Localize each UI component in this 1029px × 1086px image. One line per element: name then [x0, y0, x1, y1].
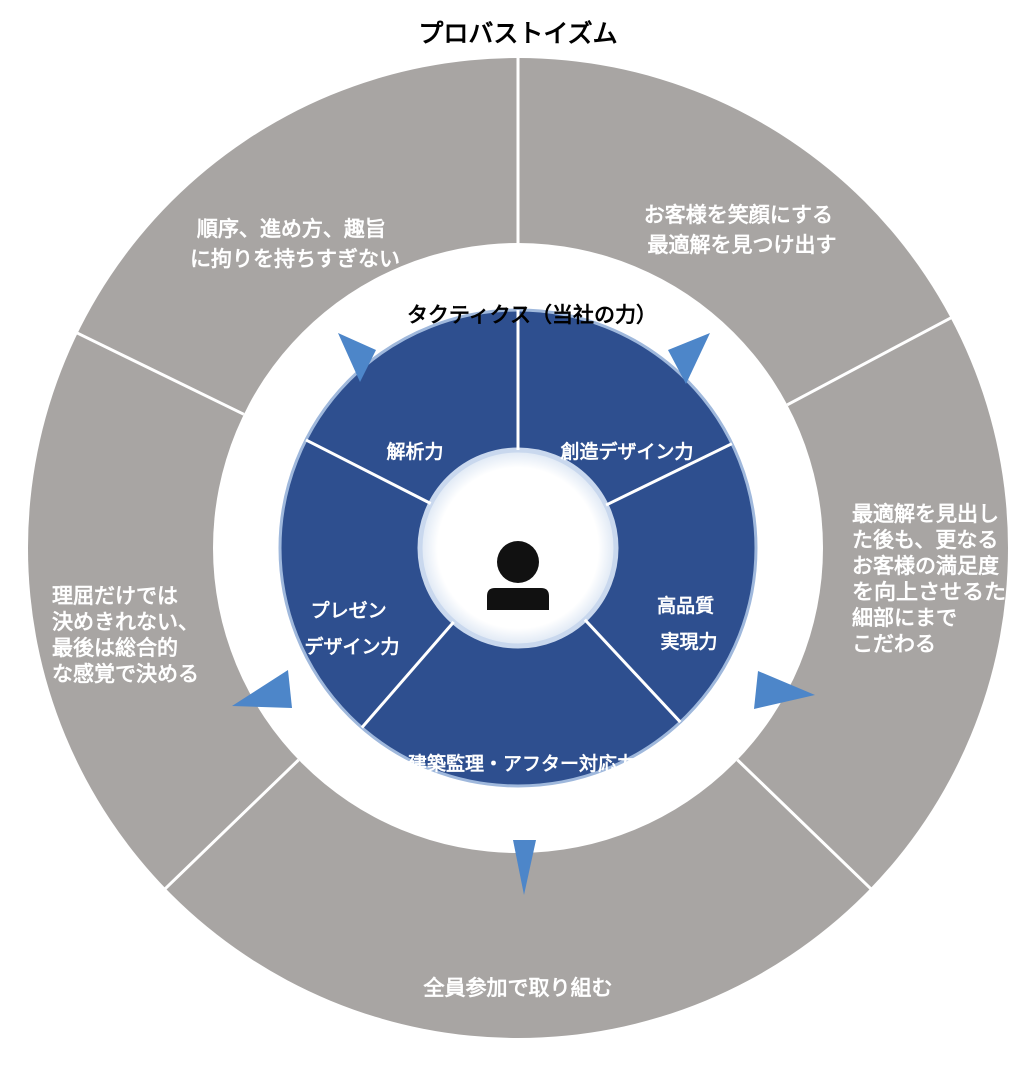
outer-segment-right: 最適解を見出し た後も、更なる お客様の満足度 を向上させるため 細部にまで こ… — [852, 502, 1029, 656]
svg-text:プレゼン デザイン力: プレゼン デザイン力 — [304, 599, 399, 658]
inner-divider — [360, 620, 455, 729]
inner-segment-presentation: プレゼン デザイン力 — [304, 599, 399, 658]
arrow-marker — [232, 670, 292, 708]
outer-label-line: 決めきれない、 — [52, 610, 199, 634]
inner-label-line: 解析力 — [386, 440, 443, 463]
outer-label-line: 最後は総合的 — [52, 636, 178, 660]
outer-label-line: お客様を笑顔にする — [644, 203, 833, 227]
outer-label-line: 理屈だけでは — [52, 584, 178, 608]
outer-segment-top-right: お客様を笑顔にする 最適解を見つけ出す — [644, 203, 841, 257]
outer-title: プロバストイズム — [418, 19, 617, 48]
outer-dividers — [75, 56, 954, 891]
outer-label-line: な感覚で決める — [52, 662, 199, 686]
outer-segment-bottom: 全員参加で取り組む — [423, 976, 613, 1000]
svg-text:創造デザイン力: 創造デザイン力 — [560, 440, 693, 463]
outer-divider — [786, 315, 954, 407]
svg-text:高品質 実現力: 高品質 実現力 — [657, 594, 721, 653]
outer-label-line: 最適解を見つけ出す — [648, 233, 837, 257]
inner-divider — [305, 438, 432, 505]
outer-label-line: 細部にまで — [852, 606, 957, 630]
outer-label-line: 最適解を見出し — [852, 502, 999, 526]
arrow-marker — [754, 671, 815, 709]
inner-divider — [605, 442, 733, 507]
inner-dividers — [305, 310, 733, 729]
inner-label-line: デザイン力 — [304, 635, 399, 658]
arrow-markers — [232, 333, 815, 895]
outer-label-line: 全員参加で取り組む — [423, 976, 613, 1000]
inner-label-line: 高品質 — [657, 594, 714, 617]
inner-segment-quality: 高品質 実現力 — [657, 594, 721, 653]
person-icon — [487, 541, 549, 610]
outer-label-line: お客様の満足度 — [852, 554, 999, 578]
svg-text:順序、進め方、趣旨 に拘りを持ちすぎない: 順序、進め方、趣旨 に拘りを持ちすぎない — [190, 217, 400, 271]
inner-label-line: 創造デザイン力 — [560, 440, 693, 463]
outer-label-line: に拘りを持ちすぎない — [190, 247, 400, 271]
inner-divider — [583, 618, 682, 724]
inner-label-line: プレゼン — [311, 599, 387, 622]
outer-label-line: こだわる — [852, 632, 936, 656]
outer-segment-top-left: 順序、進め方、趣旨 に拘りを持ちすぎない — [190, 217, 400, 271]
svg-text:最適解を見出し た後も、更なる お客: 最適解を見出し た後も、更なる お客様の満足度 を向上させるため 細部にまで こ… — [852, 502, 1029, 656]
arrow-marker — [513, 840, 536, 895]
outer-divider — [736, 758, 873, 891]
outer-label-line: 順序、進め方、趣旨 — [197, 217, 386, 241]
outer-label-line: た後も、更なる — [852, 528, 998, 552]
outer-segment-left: 理屈だけでは 決めきれない、 最後は総合的 な感覚で決める — [52, 584, 206, 686]
arrow-marker — [668, 333, 710, 384]
outer-divider — [75, 330, 245, 416]
arrow-marker — [338, 333, 376, 382]
outer-divider — [163, 758, 300, 891]
svg-text:理屈だけでは 決めきれない、 最後は: 理屈だけでは 決めきれない、 最後は総合的 な感覚で決める — [52, 584, 206, 686]
inner-segment-analysis: 解析力 — [386, 440, 443, 463]
svg-text:お客様を笑顔にする 最適解を見つけ出す: お客様を笑顔にする 最適解を見つけ出す — [644, 203, 841, 257]
outer-label-line: を向上させるため — [852, 580, 1028, 604]
ring-title: タクティクス（当社の力） — [407, 303, 657, 327]
inner-segment-supervision: 建築監理・アフター対応力 — [408, 752, 636, 775]
svg-text:建築監理・アフター対応力: 建築監理・アフター対応力 — [408, 752, 636, 775]
svg-text:解析力: 解析力 — [386, 440, 443, 463]
inner-label-line: 建築監理・アフター対応力 — [408, 752, 636, 775]
inner-label-line: 実現力 — [660, 630, 717, 653]
svg-text:全員参加で取り組む: 全員参加で取り組む — [423, 976, 613, 1000]
inner-segment-creative-design: 創造デザイン力 — [560, 440, 693, 463]
